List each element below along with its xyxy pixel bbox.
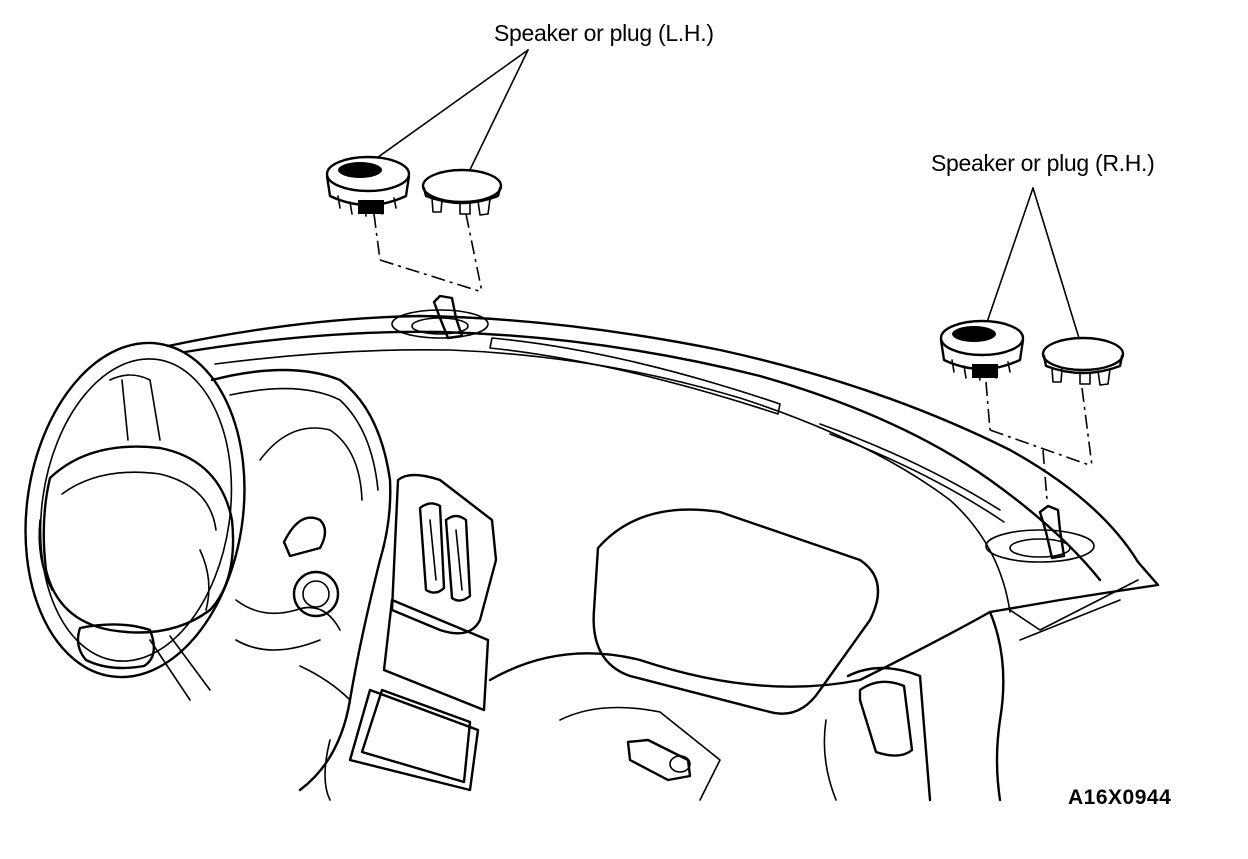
left-speaker [325, 155, 411, 217]
left-speaker-label: Speaker or plug (L.H.) [494, 20, 714, 46]
right-speaker [939, 319, 1025, 381]
leader-lines-right [984, 187, 1083, 349]
leader-lines-left [373, 49, 529, 179]
steering-wheel [24, 341, 246, 701]
left-plug [421, 168, 503, 216]
right-speaker-label: Speaker or plug (R.H.) [931, 150, 1155, 176]
left-speaker-mount [391, 294, 489, 340]
dashboard [166, 294, 1160, 802]
alignment-lines-right [985, 381, 1093, 501]
figure-code: A16X0944 [1068, 786, 1172, 809]
right-plug [1041, 336, 1125, 386]
alignment-lines-left [373, 213, 483, 293]
right-speaker-mount [985, 504, 1095, 563]
